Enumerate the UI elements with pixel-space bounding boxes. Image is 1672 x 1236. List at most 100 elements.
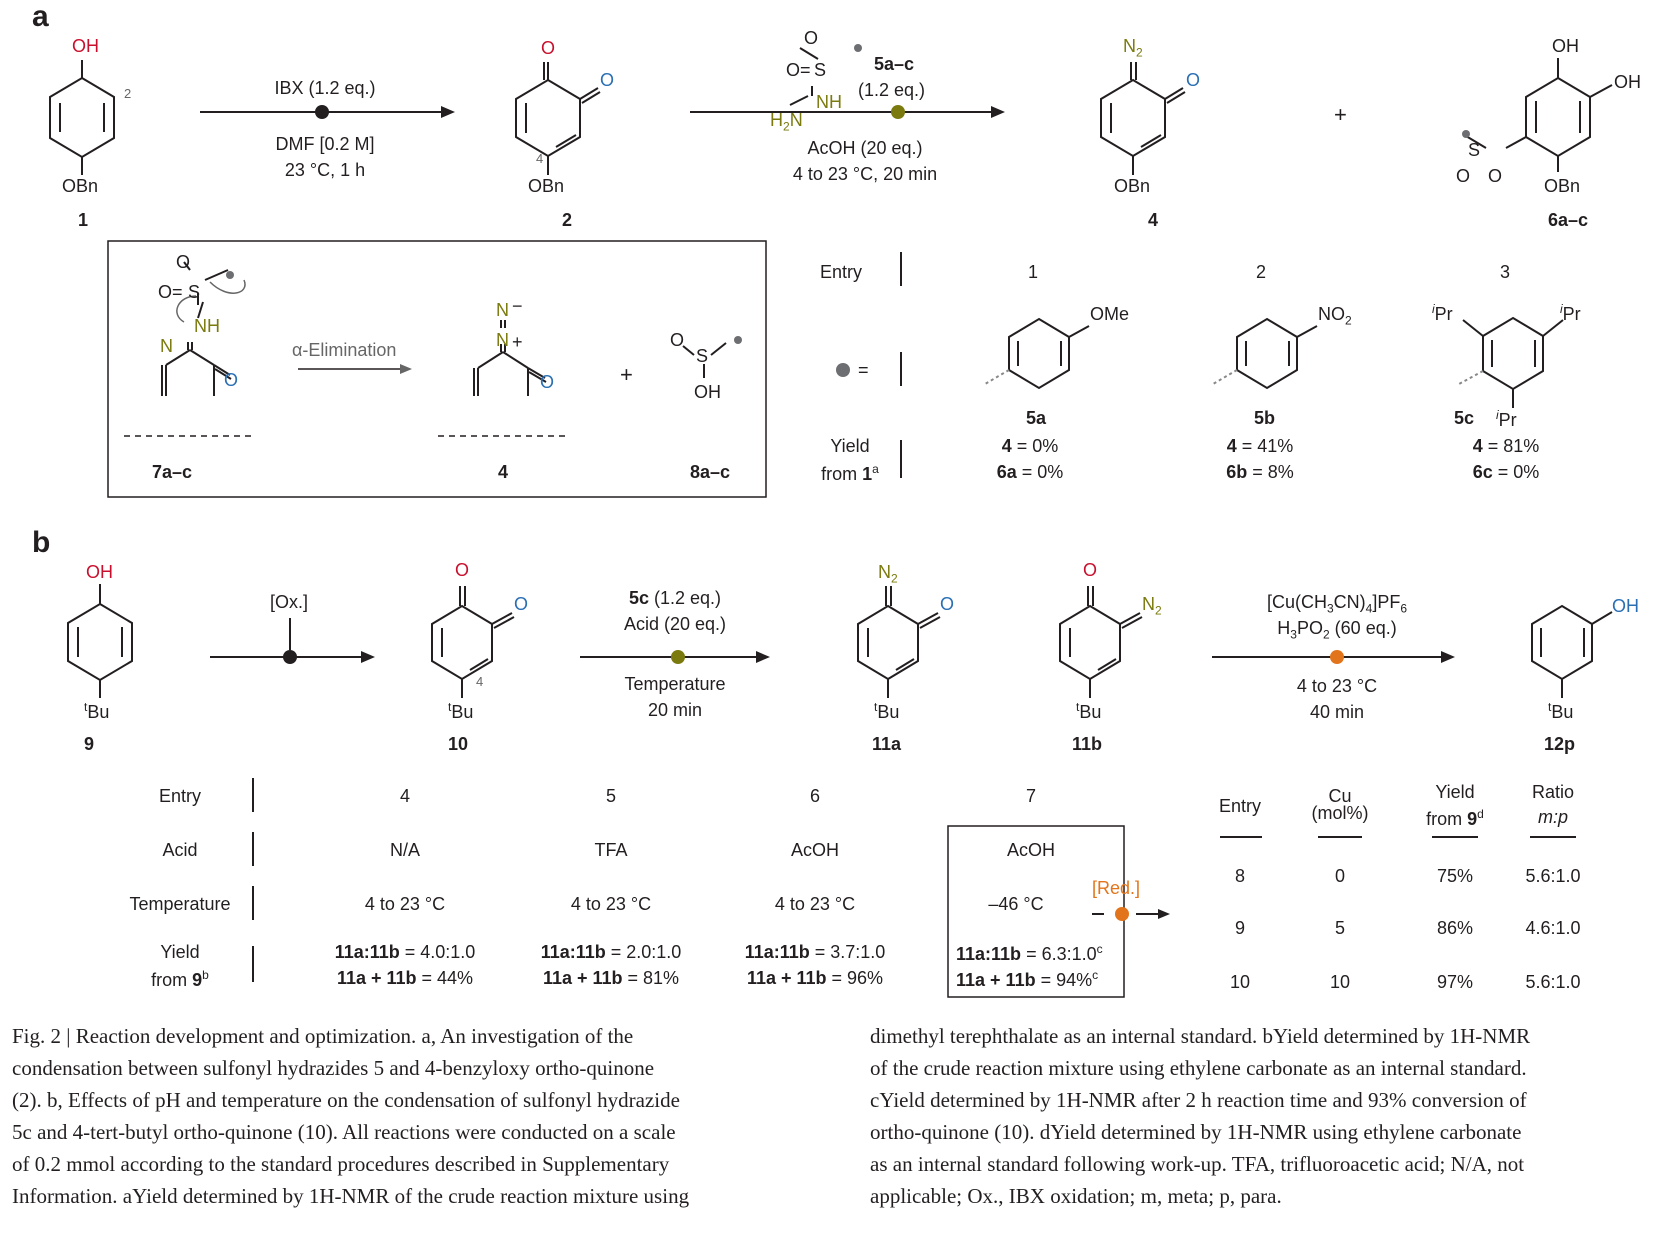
label-5b: 5b bbox=[1254, 408, 1276, 428]
step2-reagent-id: 5a–c bbox=[874, 54, 915, 74]
caption-left-line: 5c and 4-tert-butyl ortho-quinone (10). … bbox=[12, 1120, 676, 1144]
mech-byproduct-label: 8a–c bbox=[690, 462, 731, 482]
compound-1-oh: OH bbox=[72, 36, 99, 56]
compound-11a-o: O bbox=[940, 594, 955, 614]
table-b1-acid-label: Acid bbox=[162, 840, 198, 860]
compound-10-tbu: tBu bbox=[448, 700, 474, 722]
caption-right-line: cYield determined by 1H-NMR after 2 h re… bbox=[870, 1088, 1527, 1112]
caption-left-line: of 0.2 mmol according to the standard pr… bbox=[12, 1152, 670, 1176]
compound-10-o1: O bbox=[455, 560, 470, 580]
entry-4-acid: N/A bbox=[389, 840, 420, 860]
mech-sulf-o: O bbox=[670, 330, 685, 350]
compound-10-label: 10 bbox=[448, 734, 469, 754]
step-red-h3po2: H3PO2 (60 eq.) bbox=[1277, 618, 1397, 642]
compound-6-s: S bbox=[1468, 140, 1481, 160]
group-5c-ipr-right: iPr bbox=[1560, 302, 1581, 324]
caption-right-line: applicable; Ox., IBX oxidation; m, meta;… bbox=[870, 1184, 1282, 1208]
entry-4-sum: 11a + 11b = 44% bbox=[336, 968, 474, 988]
step-cond-time: 20 min bbox=[647, 700, 703, 720]
panel-label-a: a bbox=[32, 0, 49, 33]
caption-right-line: dimethyl terephthalate as an internal st… bbox=[870, 1024, 1531, 1048]
step1-conditions: 23 °C, 1 h bbox=[284, 160, 366, 180]
compound-2-o2: O bbox=[600, 70, 615, 90]
row-10-ratio: 5.6:1.0 bbox=[1525, 972, 1581, 992]
table-b1-yield-from: from 9b bbox=[151, 968, 209, 990]
caption-right-line: as an internal standard following work-u… bbox=[870, 1152, 1525, 1176]
compound-9-label: 9 bbox=[84, 734, 95, 754]
caption-right-line: ortho-quinone (10). dYield determined by… bbox=[870, 1120, 1522, 1144]
reagent5-o-left: O bbox=[786, 60, 801, 80]
compound-1-label: 1 bbox=[78, 210, 89, 230]
entry-5-ratio: 11a:11b = 2.0:1.0 bbox=[540, 942, 682, 962]
yield-2-4: 4 = 41% bbox=[1226, 436, 1294, 456]
table-a-dot-label: = bbox=[858, 360, 869, 380]
caption-left-line: condensation between sulfonyl hydrazides… bbox=[12, 1056, 655, 1080]
step1-reagent: IBX (1.2 eq.) bbox=[274, 78, 376, 98]
table-a-yield-from: from 1a bbox=[821, 462, 879, 484]
compound-6-label: 6a–c bbox=[1548, 210, 1589, 230]
reagent5-s: S bbox=[814, 60, 827, 80]
compound-11a-n2: N2 bbox=[878, 562, 898, 586]
row-10-yield: 97% bbox=[1436, 972, 1474, 992]
entry-5: 5 bbox=[605, 786, 616, 806]
reagent5-nh: NH bbox=[816, 92, 842, 112]
entry-7-sum: 11a + 11b = 94%c bbox=[956, 968, 1099, 990]
table-a-yield-label: Yield bbox=[830, 436, 870, 456]
table-b2-cu-header: Cu(mol%) bbox=[1311, 786, 1369, 823]
compound-2-label: 2 bbox=[562, 210, 573, 230]
mech-product-label: 4 bbox=[498, 462, 509, 482]
row-9-entry: 9 bbox=[1234, 918, 1245, 938]
table-b1-temperature-label: Temperature bbox=[129, 894, 231, 914]
compound-12p-oh: OH bbox=[1612, 596, 1639, 616]
caption-right: dimethyl terephthalate as an internal st… bbox=[870, 1020, 1660, 1212]
group-5a: OMe bbox=[1090, 304, 1130, 324]
entry-5-temperature: 4 to 23 °C bbox=[570, 894, 652, 914]
compound-4-o: O bbox=[1186, 70, 1201, 90]
entry-7-acid: AcOH bbox=[1006, 840, 1055, 860]
step-cond-acid: Acid (20 eq.) bbox=[623, 614, 727, 634]
step-red-catalyst: [Cu(CH3CN)4]PF6 bbox=[1266, 592, 1408, 616]
compound-11b-n2: N2 bbox=[1142, 594, 1162, 618]
step-red-time: 40 min bbox=[1309, 702, 1365, 722]
table-a-entry-label: Entry bbox=[820, 262, 863, 282]
compound-11b-label: 11b bbox=[1072, 734, 1103, 754]
caption-right-line: of the crude reaction mixture using ethy… bbox=[870, 1056, 1527, 1080]
group-5c-ipr-bottom: iPr bbox=[1496, 408, 1517, 430]
group-5b: NO2 bbox=[1318, 304, 1352, 328]
caption-left-line: (2). b, Effects of pH and temperature on… bbox=[12, 1088, 680, 1112]
table-a-entry-3: 3 bbox=[1500, 262, 1511, 282]
entry-7-temperature: –46 °C bbox=[988, 894, 1044, 914]
entry-5-sum: 11a + 11b = 81% bbox=[542, 968, 680, 988]
entry-5-acid: TFA bbox=[594, 840, 628, 860]
compound-6-oh1: OH bbox=[1552, 36, 1579, 56]
yield-3-4: 4 = 81% bbox=[1472, 436, 1540, 456]
row-8-entry: 8 bbox=[1234, 866, 1245, 886]
mech-start-label: 7a–c bbox=[152, 462, 193, 482]
mech-o-left: O bbox=[158, 282, 173, 302]
mech-plus-charge: + bbox=[512, 332, 523, 352]
compound-6-oh2: OH bbox=[1614, 72, 1641, 92]
compound-11a-tbu: tBu bbox=[874, 700, 900, 722]
compound-10-o2: O bbox=[514, 594, 529, 614]
table-b1-yield-label: Yield bbox=[160, 942, 200, 962]
row-9-cu: 5 bbox=[1334, 918, 1345, 938]
step2-reagent-eq: (1.2 eq.) bbox=[858, 80, 926, 100]
mech-s: S bbox=[188, 282, 201, 302]
entry-7-ratio: 11a:11b = 6.3:1.0c bbox=[956, 942, 1103, 964]
entry-4-ratio: 11a:11b = 4.0:1.0 bbox=[334, 942, 476, 962]
reagent5-o-top: O bbox=[804, 28, 819, 48]
label-5c: 5c bbox=[1454, 408, 1475, 428]
yield-1-4: 4 = 0% bbox=[1001, 436, 1059, 456]
caption-left-line: Fig. 2 | Reaction development and optimi… bbox=[12, 1024, 634, 1048]
yield-1-6a: 6a = 0% bbox=[996, 462, 1064, 482]
step1-solvent: DMF [0.2 M] bbox=[275, 134, 375, 154]
row-8-ratio: 5.6:1.0 bbox=[1525, 866, 1581, 886]
compound-11b-tbu: tBu bbox=[1076, 700, 1102, 722]
yield-2-6b: 6b = 8% bbox=[1226, 462, 1294, 482]
entry-6-ratio: 11a:11b = 3.7:1.0 bbox=[744, 942, 886, 962]
compound-4-label: 4 bbox=[1148, 210, 1159, 230]
